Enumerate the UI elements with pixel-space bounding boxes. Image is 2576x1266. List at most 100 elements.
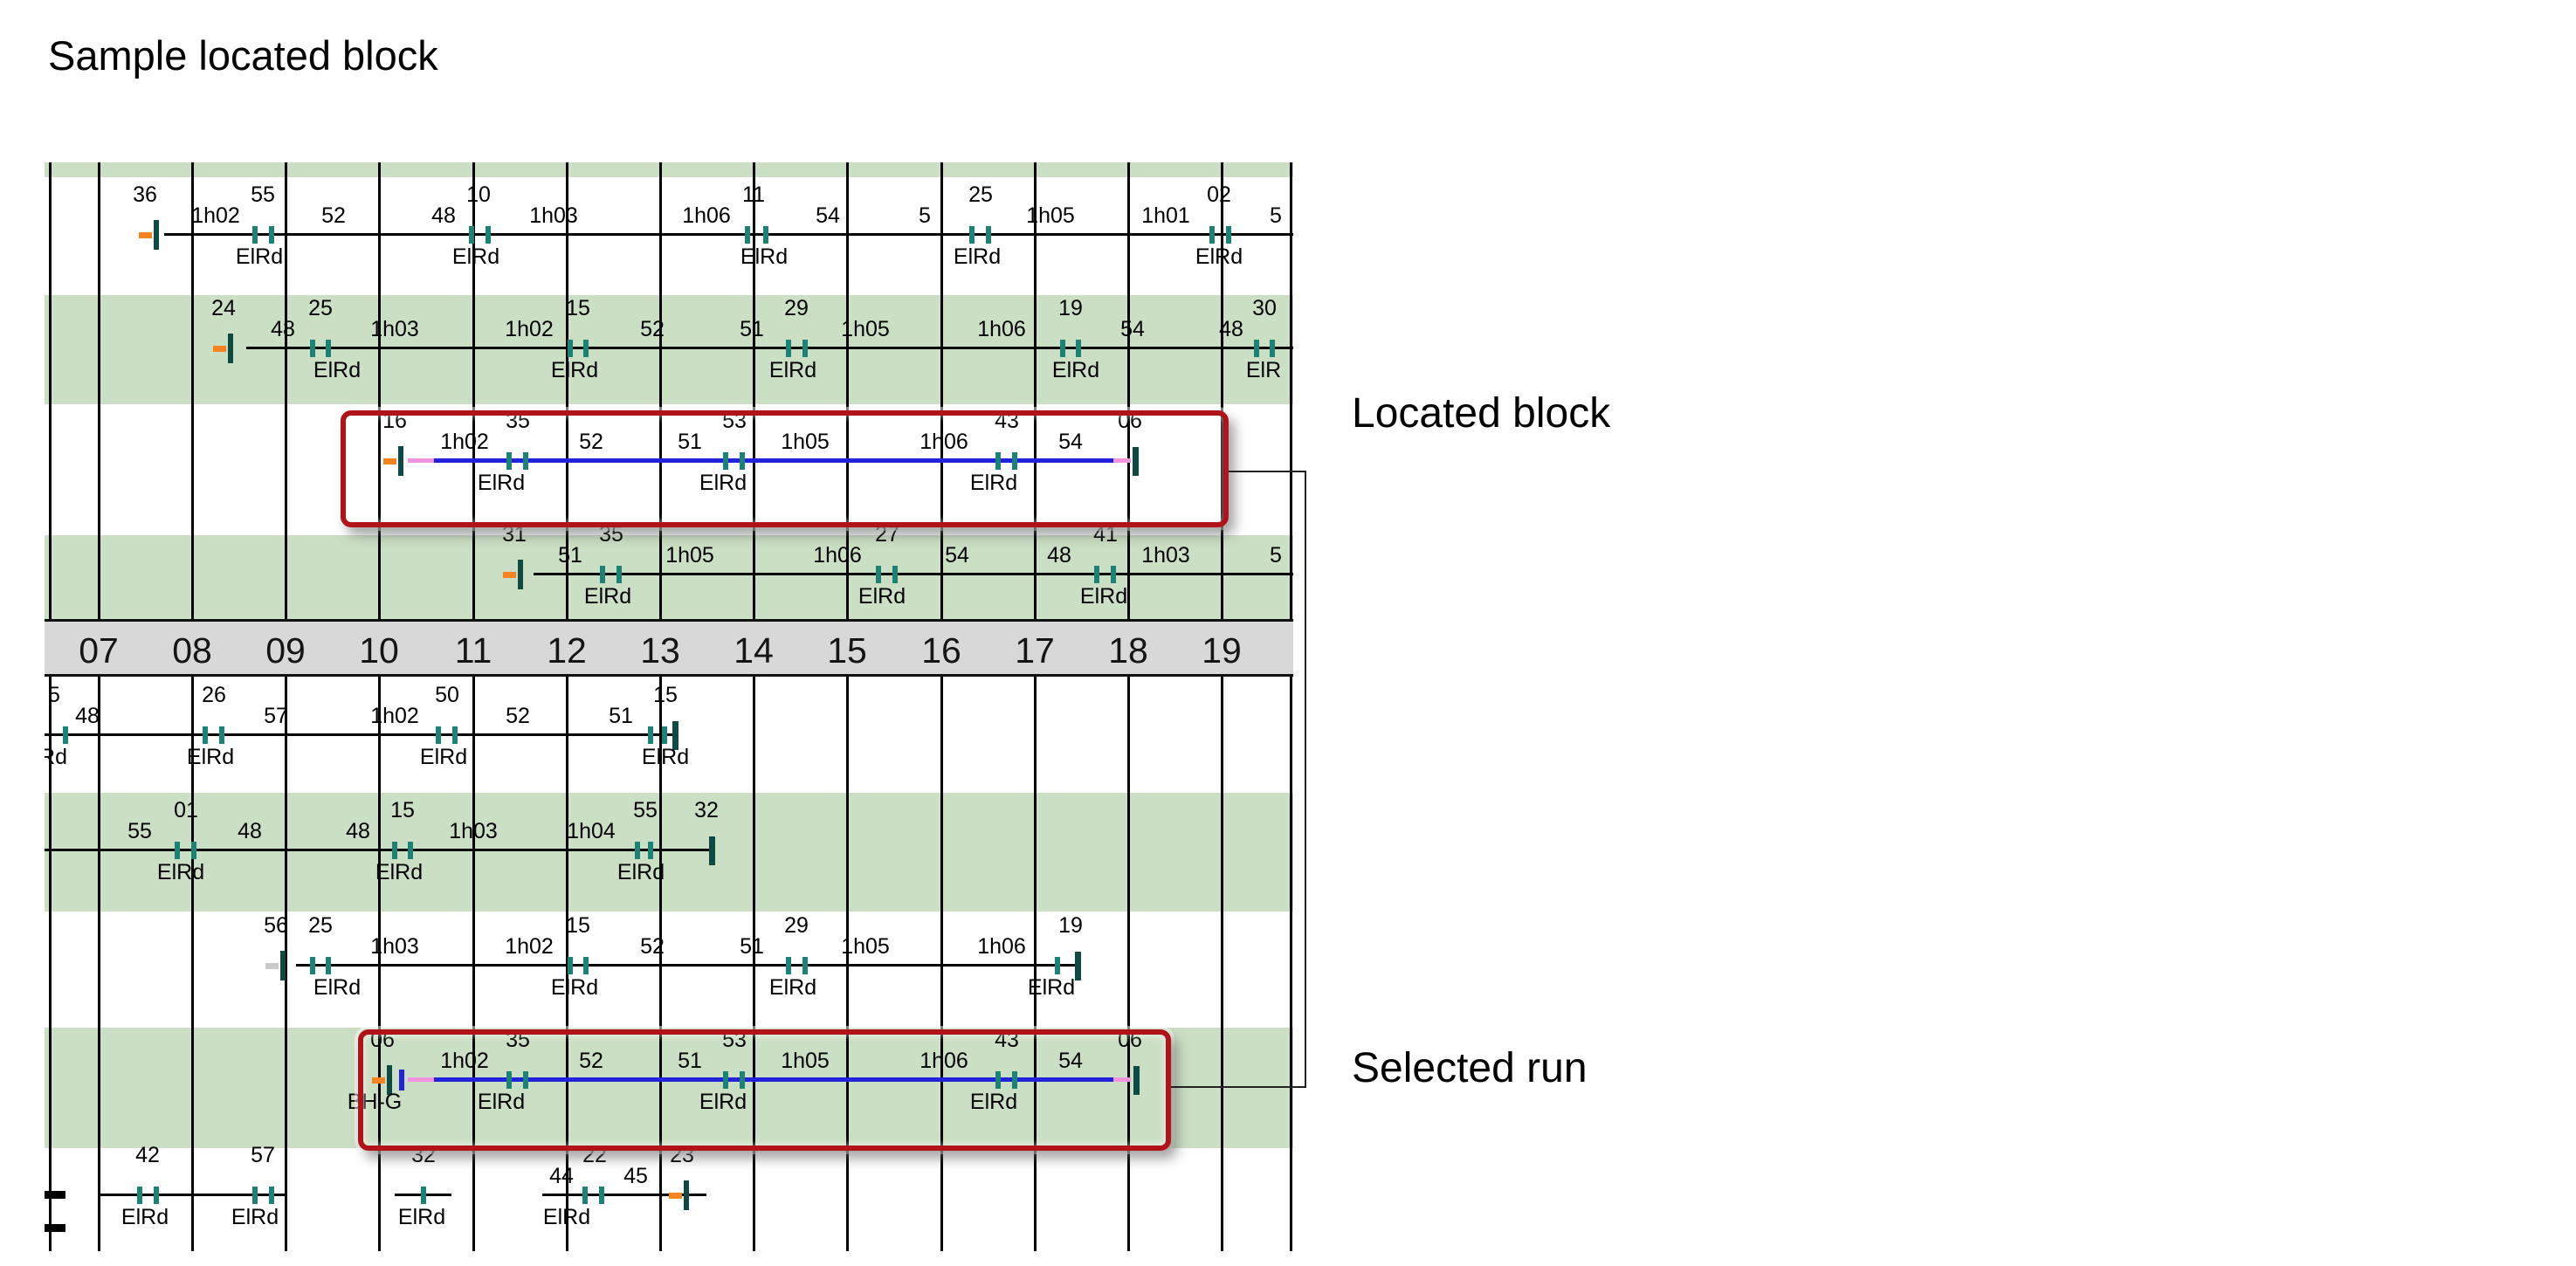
run-time-label: 51: [558, 543, 582, 568]
grid-line: [566, 162, 568, 1251]
hour-label: 09: [265, 630, 306, 671]
run-time-label: 1h04: [567, 819, 616, 843]
route-label: BH-G: [347, 1090, 403, 1114]
run-time-label: 54: [1058, 430, 1083, 454]
run-time-label: 1h05: [665, 543, 714, 568]
run-time-label: 1h05: [781, 430, 830, 454]
run-time-label: 1h03: [370, 934, 419, 959]
route-label: ElRd: [186, 745, 235, 769]
run-time-label: 54: [945, 543, 969, 568]
stop-tick: [191, 842, 196, 859]
run-time-label: 51: [678, 430, 702, 454]
start-marker: [154, 220, 159, 250]
stop-tick: [269, 1187, 274, 1204]
stop-tick: [876, 566, 881, 583]
run-time-label: 57: [264, 704, 288, 728]
stop-tick: [995, 1071, 1001, 1089]
route-label: ElRd: [477, 1090, 526, 1114]
run-line: [434, 458, 1113, 463]
run-time-label: 48: [238, 819, 262, 843]
pull-out-tick: [139, 232, 152, 238]
run-time-label: 26: [202, 683, 226, 707]
stop-tick: [269, 226, 274, 244]
stop-tick: [421, 1187, 426, 1204]
run-time-label: 52: [640, 934, 665, 959]
run-time-label: 54: [1058, 1049, 1083, 1073]
grid-line: [49, 162, 52, 1251]
stop-tick: [600, 566, 605, 583]
pull-out-tick: [372, 1077, 385, 1084]
run-time-label: 52: [321, 203, 346, 228]
run-time-label: 1h06: [977, 317, 1026, 341]
run-line: [45, 1224, 65, 1232]
route-label: ElRd: [1079, 584, 1128, 609]
run-time-label: 52: [579, 1049, 603, 1073]
pull-out-tick: [383, 458, 396, 464]
stop-tick: [786, 957, 791, 974]
pull-out-tick: [503, 572, 516, 578]
located-block-label: Located block: [1352, 390, 1611, 437]
chart-band: [45, 295, 1293, 404]
run-time-label: 25: [308, 913, 333, 938]
route-label: ElRd: [313, 358, 362, 382]
run-time-label: 02: [1207, 182, 1231, 207]
route-label: ElRd: [235, 244, 284, 269]
hour-label: 07: [79, 630, 119, 671]
run-time-label: 1h06: [920, 1049, 968, 1073]
route-label: ElRd: [699, 1090, 747, 1114]
run-line: [408, 1077, 434, 1082]
route-label: ElRd: [397, 1205, 446, 1229]
located-block-highlight[interactable]: [341, 410, 1229, 527]
run-time-label: 1h03: [370, 317, 419, 341]
stop-tick: [802, 340, 808, 357]
run-line: [542, 1194, 706, 1196]
route-label: ElRd: [1051, 358, 1100, 382]
run-time-label: 51: [740, 934, 764, 959]
run-time-label: 25: [968, 182, 993, 207]
stop-tick: [326, 340, 331, 357]
stop-tick: [1012, 452, 1017, 470]
stop-tick: [740, 452, 745, 470]
run-time-label: 1h02: [370, 704, 419, 728]
stop-tick: [723, 452, 728, 470]
stop-tick: [486, 226, 491, 244]
run-time-label: 19: [1058, 913, 1083, 938]
page-title: Sample located block: [48, 32, 438, 79]
hour-label: 11: [454, 630, 492, 671]
stop-tick: [599, 1187, 604, 1204]
stop-tick: [1012, 1071, 1017, 1089]
run-time-label: 1h02: [505, 317, 554, 341]
run-time-label: 48: [1047, 543, 1071, 568]
grid-line: [378, 162, 381, 1251]
run-time-label: 10: [466, 182, 491, 207]
run-time-label: 51: [740, 317, 764, 341]
run-time-label: 5: [919, 203, 931, 228]
start-marker: [387, 1065, 392, 1095]
end-marker: [709, 836, 715, 865]
run-time-label: 1h06: [977, 934, 1026, 959]
run-time-label: 55: [251, 182, 275, 207]
stop-tick: [995, 452, 1001, 470]
stop-tick: [1076, 340, 1081, 357]
run-time-label: 52: [579, 430, 603, 454]
stop-tick: [310, 957, 315, 974]
stop-tick: [506, 1071, 512, 1089]
run-time-label: 1h05: [841, 934, 890, 959]
route-label: ElRd: [1195, 244, 1243, 269]
route-label: ElRd: [699, 471, 747, 495]
stop-tick: [568, 340, 573, 357]
end-marker: [672, 721, 678, 750]
run-time-label: 54: [1120, 317, 1145, 341]
run-time-label: 1h06: [920, 430, 968, 454]
chart-band: [45, 404, 1293, 535]
selected-run-highlight[interactable]: [358, 1029, 1171, 1151]
route-label: ElRd: [583, 584, 632, 609]
route-label: ElRd: [768, 975, 817, 1000]
stop-tick: [969, 226, 975, 244]
route-label: ElRd: [477, 471, 526, 495]
stop-tick: [326, 957, 331, 974]
run-time-label: 55: [633, 798, 658, 822]
